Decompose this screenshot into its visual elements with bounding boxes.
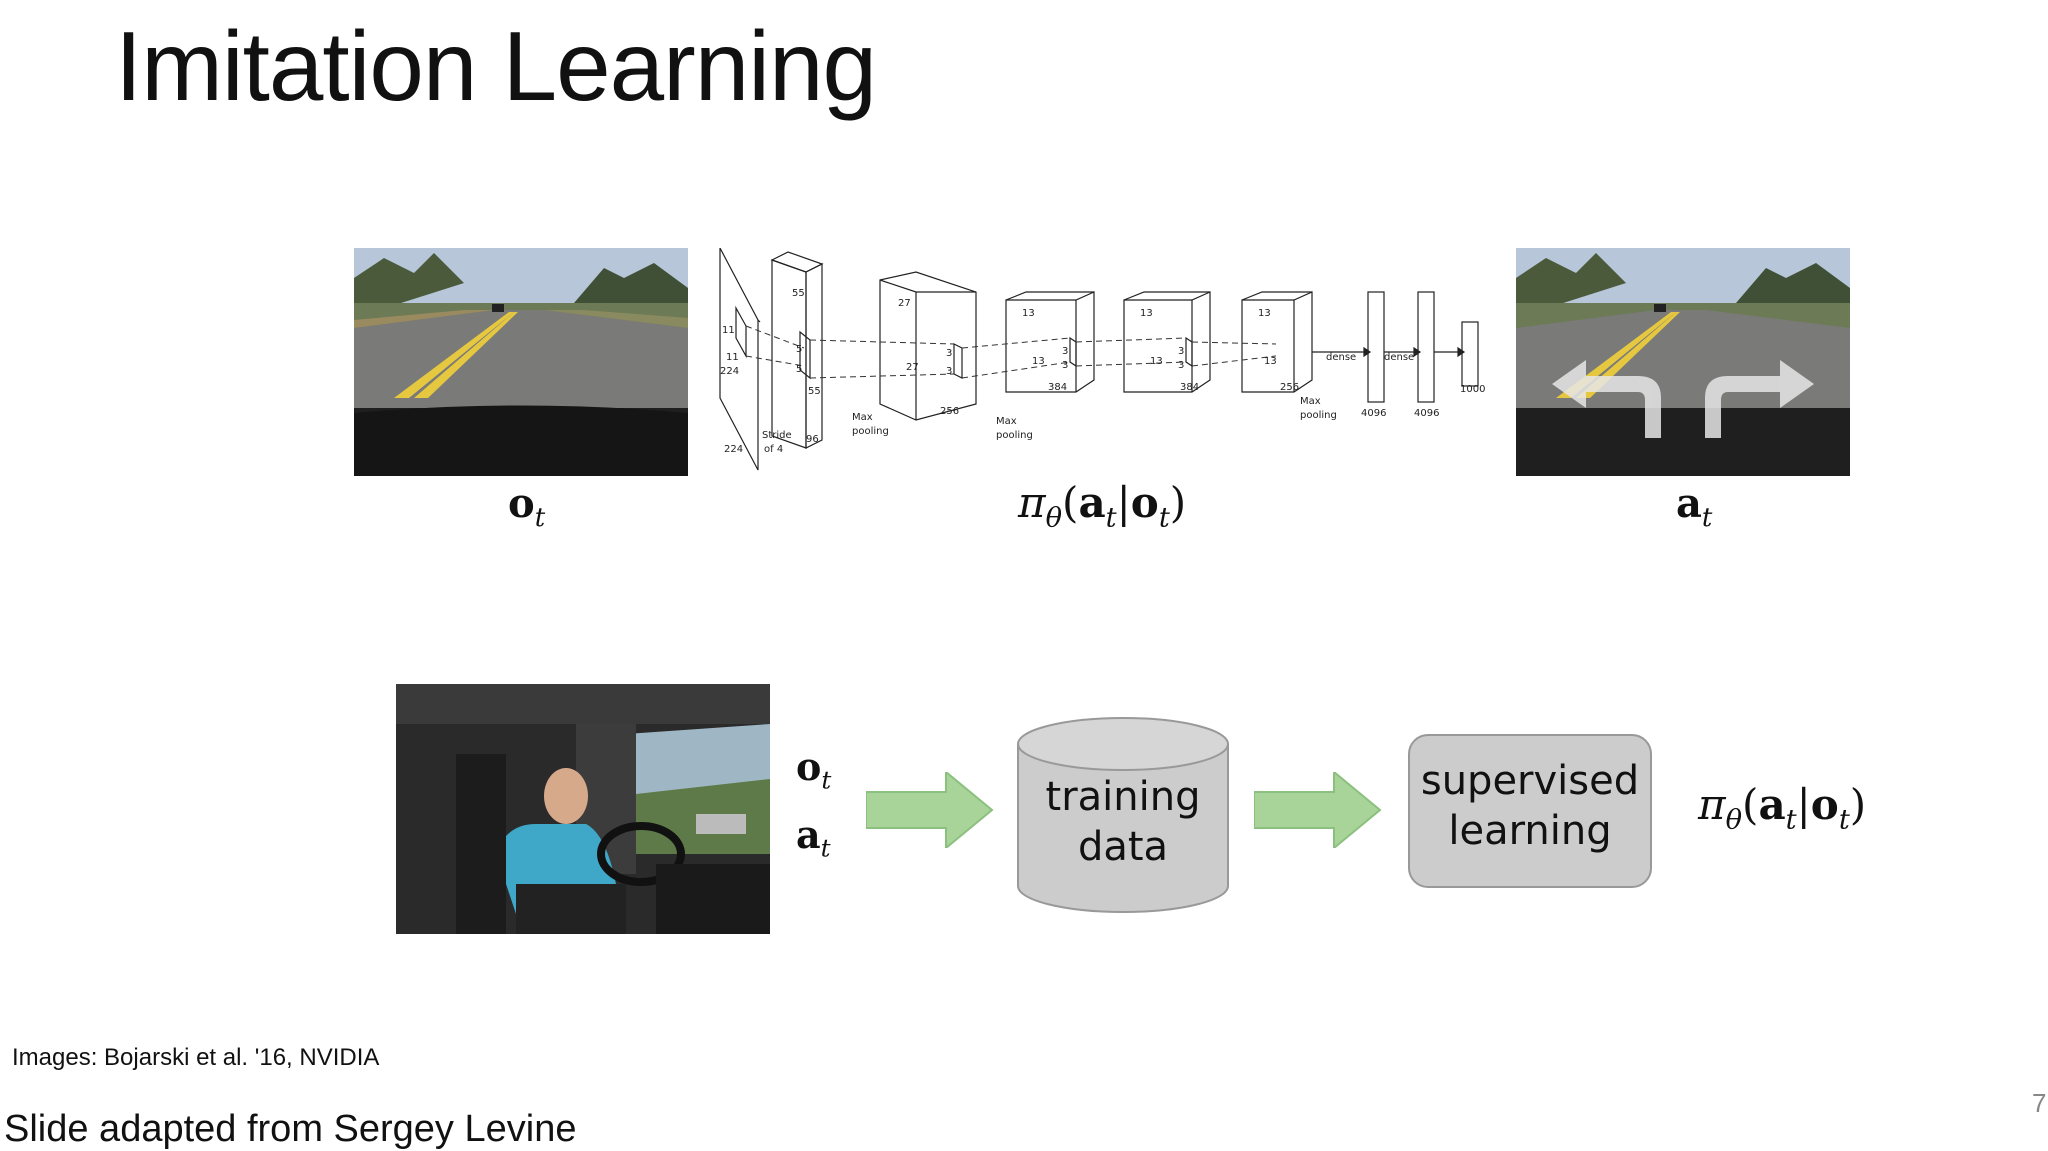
road-image-input bbox=[354, 248, 688, 476]
conv1-dim-4: 5 bbox=[796, 344, 802, 355]
stride-label-2: of 4 bbox=[764, 444, 783, 455]
slide-source: Slide adapted from Sergey Levine bbox=[4, 1108, 577, 1150]
conv4-dim-3: 384 bbox=[1180, 382, 1199, 393]
dense2-layer bbox=[1417, 291, 1435, 403]
conv1-dim-5: 5 bbox=[796, 364, 802, 375]
road-scene-icon bbox=[1516, 248, 1850, 476]
input-dim-2: 11 bbox=[726, 352, 739, 363]
conv1-dim-2: 55 bbox=[808, 386, 821, 397]
input-dim-3: 224 bbox=[720, 366, 739, 377]
conv2-block bbox=[879, 271, 977, 421]
conv3-dim-1: 13 bbox=[1022, 308, 1035, 319]
conv3-dim-2: 13 bbox=[1032, 356, 1045, 367]
training-data-label: training data bbox=[1045, 774, 1201, 870]
output-size: 1000 bbox=[1460, 384, 1485, 395]
dense1-label: dense bbox=[1326, 352, 1356, 363]
dense1-layer bbox=[1367, 291, 1385, 403]
pool2-label-2: pooling bbox=[996, 430, 1033, 441]
conv2-dim-4: 3 bbox=[946, 348, 952, 359]
training-data-database bbox=[1017, 717, 1229, 913]
conv2-dim-1: 27 bbox=[898, 298, 911, 309]
conv4-dim-1: 13 bbox=[1140, 308, 1153, 319]
conv5-dim-2: 13 bbox=[1264, 356, 1277, 367]
flow-arrow-2 bbox=[1254, 772, 1382, 848]
cnn-architecture-diagram: 11 11 224 224 55 55 96 5 5 Stride of 4 M… bbox=[719, 248, 1485, 471]
flow-arrow-1 bbox=[866, 772, 994, 848]
pool3-label-1: Max bbox=[1300, 396, 1321, 407]
slide-title: Imitation Learning bbox=[115, 11, 877, 121]
turn-arrows-icon bbox=[1552, 360, 1814, 438]
pool3-label-2: pooling bbox=[1300, 410, 1337, 421]
conv4-dim-4: 3 bbox=[1178, 346, 1184, 357]
conv5-block bbox=[1241, 291, 1313, 393]
conv4-dim-2: 13 bbox=[1150, 356, 1163, 367]
conv2-kernel bbox=[953, 343, 963, 379]
conv2-dim-3: 256 bbox=[940, 406, 959, 417]
stride-label-1: Stride bbox=[762, 430, 792, 441]
pool1-label-1: Max bbox=[852, 412, 873, 423]
driver-photo bbox=[396, 684, 770, 934]
input-kernel bbox=[735, 305, 747, 359]
input-layer bbox=[719, 248, 759, 471]
supervised-learning-label: supervised learning bbox=[1420, 758, 1640, 854]
output-layer bbox=[1461, 321, 1479, 387]
dense2-label: dense bbox=[1384, 352, 1414, 363]
conv5-dim-1: 13 bbox=[1258, 308, 1271, 319]
dense1-size: 4096 bbox=[1361, 408, 1386, 419]
image-credit: Images: Bojarski et al. '16, NVIDIA bbox=[12, 1044, 380, 1071]
pool1-label-2: pooling bbox=[852, 426, 889, 437]
input-dim-1: 11 bbox=[722, 325, 735, 336]
conv3-dim-5: 3 bbox=[1062, 360, 1068, 371]
conv2-dim-2: 27 bbox=[906, 362, 919, 373]
obs-label-bottom: ot bbox=[796, 744, 832, 795]
road-scene-icon bbox=[354, 248, 688, 476]
dense2-size: 4096 bbox=[1414, 408, 1439, 419]
road-image-output bbox=[1516, 248, 1850, 476]
act-label-bottom: at bbox=[796, 812, 831, 863]
conv1-dim-1: 55 bbox=[792, 288, 805, 299]
conv2-dim-5: 3 bbox=[946, 366, 952, 377]
conv4-dim-5: 3 bbox=[1178, 360, 1184, 371]
input-dim-4: 224 bbox=[724, 444, 743, 455]
page-number: 7 bbox=[2032, 1088, 2047, 1118]
truck-driver-icon bbox=[396, 684, 770, 934]
output-action-label: at bbox=[1676, 480, 1713, 533]
conv1-dim-3: 96 bbox=[806, 434, 819, 445]
conv5-dim-3: 256 bbox=[1280, 382, 1299, 393]
policy-label-bottom: πθ(at|ot) bbox=[1698, 780, 1867, 836]
conv3-dim-4: 3 bbox=[1062, 346, 1068, 357]
policy-label-top: πθ(at|ot) bbox=[1018, 478, 1187, 534]
pool2-label-1: Max bbox=[996, 416, 1017, 427]
supervised-learning-box bbox=[1408, 734, 1652, 888]
conv3-dim-3: 384 bbox=[1048, 382, 1067, 393]
input-obs-label: ot bbox=[508, 480, 546, 533]
